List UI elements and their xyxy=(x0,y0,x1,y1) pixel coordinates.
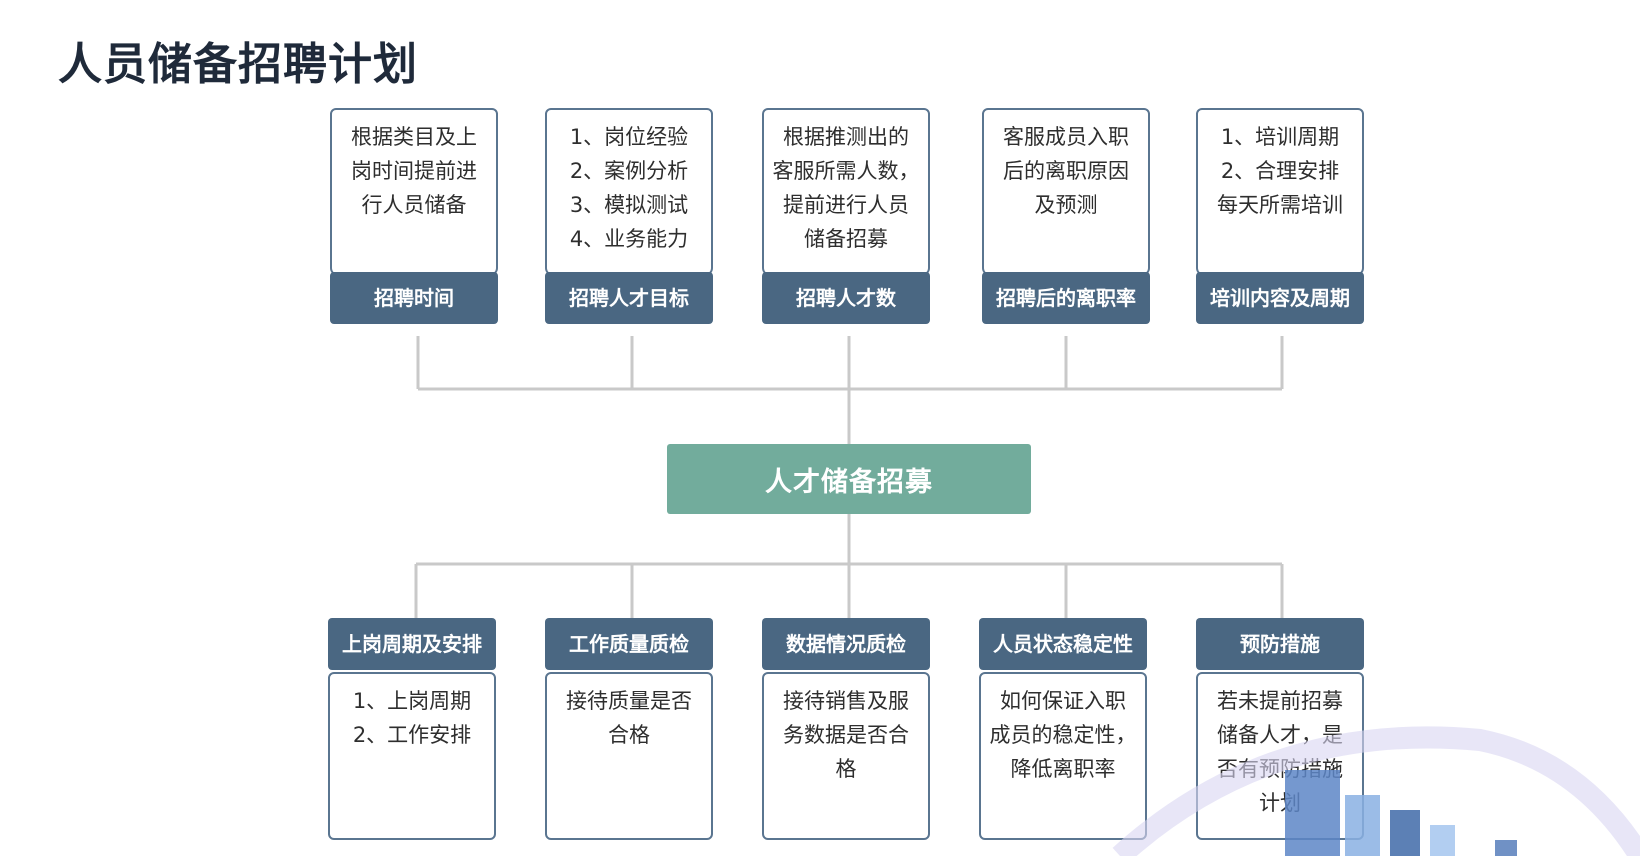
top-card-label: 招聘后的离职率 xyxy=(982,272,1150,324)
top-card-text: 根据类目及上 岗时间提前进 行人员储备 xyxy=(330,108,498,276)
bottom-card-label: 工作质量质检 xyxy=(545,618,713,670)
page-title: 人员储备招聘计划 xyxy=(58,39,418,90)
top-card-text: 客服成员入职 后的离职原因 及预测 xyxy=(982,108,1150,276)
bottom-card-text: 1、上岗周期 2、工作安排 xyxy=(328,672,496,840)
top-card-text: 1、培训周期 2、合理安排 每天所需培训 xyxy=(1196,108,1364,276)
bottom-card-label: 预防措施 xyxy=(1196,618,1364,670)
bottom-card-label: 数据情况质检 xyxy=(762,618,930,670)
top-card-label: 招聘人才目标 xyxy=(545,272,713,324)
top-card-label: 招聘时间 xyxy=(330,272,498,324)
city-illustration-icon xyxy=(1112,726,1640,856)
top-card-label: 招聘人才数 xyxy=(762,272,930,324)
top-card-label: 培训内容及周期 xyxy=(1196,272,1364,324)
top-card-text: 1、岗位经验 2、案例分析 3、模拟测试 4、业务能力 xyxy=(545,108,713,276)
bottom-card-label: 人员状态稳定性 xyxy=(979,618,1147,670)
bottom-card-text: 接待销售及服 务数据是否合 格 xyxy=(762,672,930,840)
top-card-text: 根据推测出的 客服所需人数， 提前进行人员 储备招募 xyxy=(762,108,930,276)
bottom-card-text: 接待质量是否 合格 xyxy=(545,672,713,840)
bottom-card-text: 如何保证入职 成员的稳定性， 降低离职率 xyxy=(979,672,1147,840)
center-node: 人才储备招募 xyxy=(667,444,1031,514)
bottom-card-label: 上岗周期及安排 xyxy=(328,618,496,670)
